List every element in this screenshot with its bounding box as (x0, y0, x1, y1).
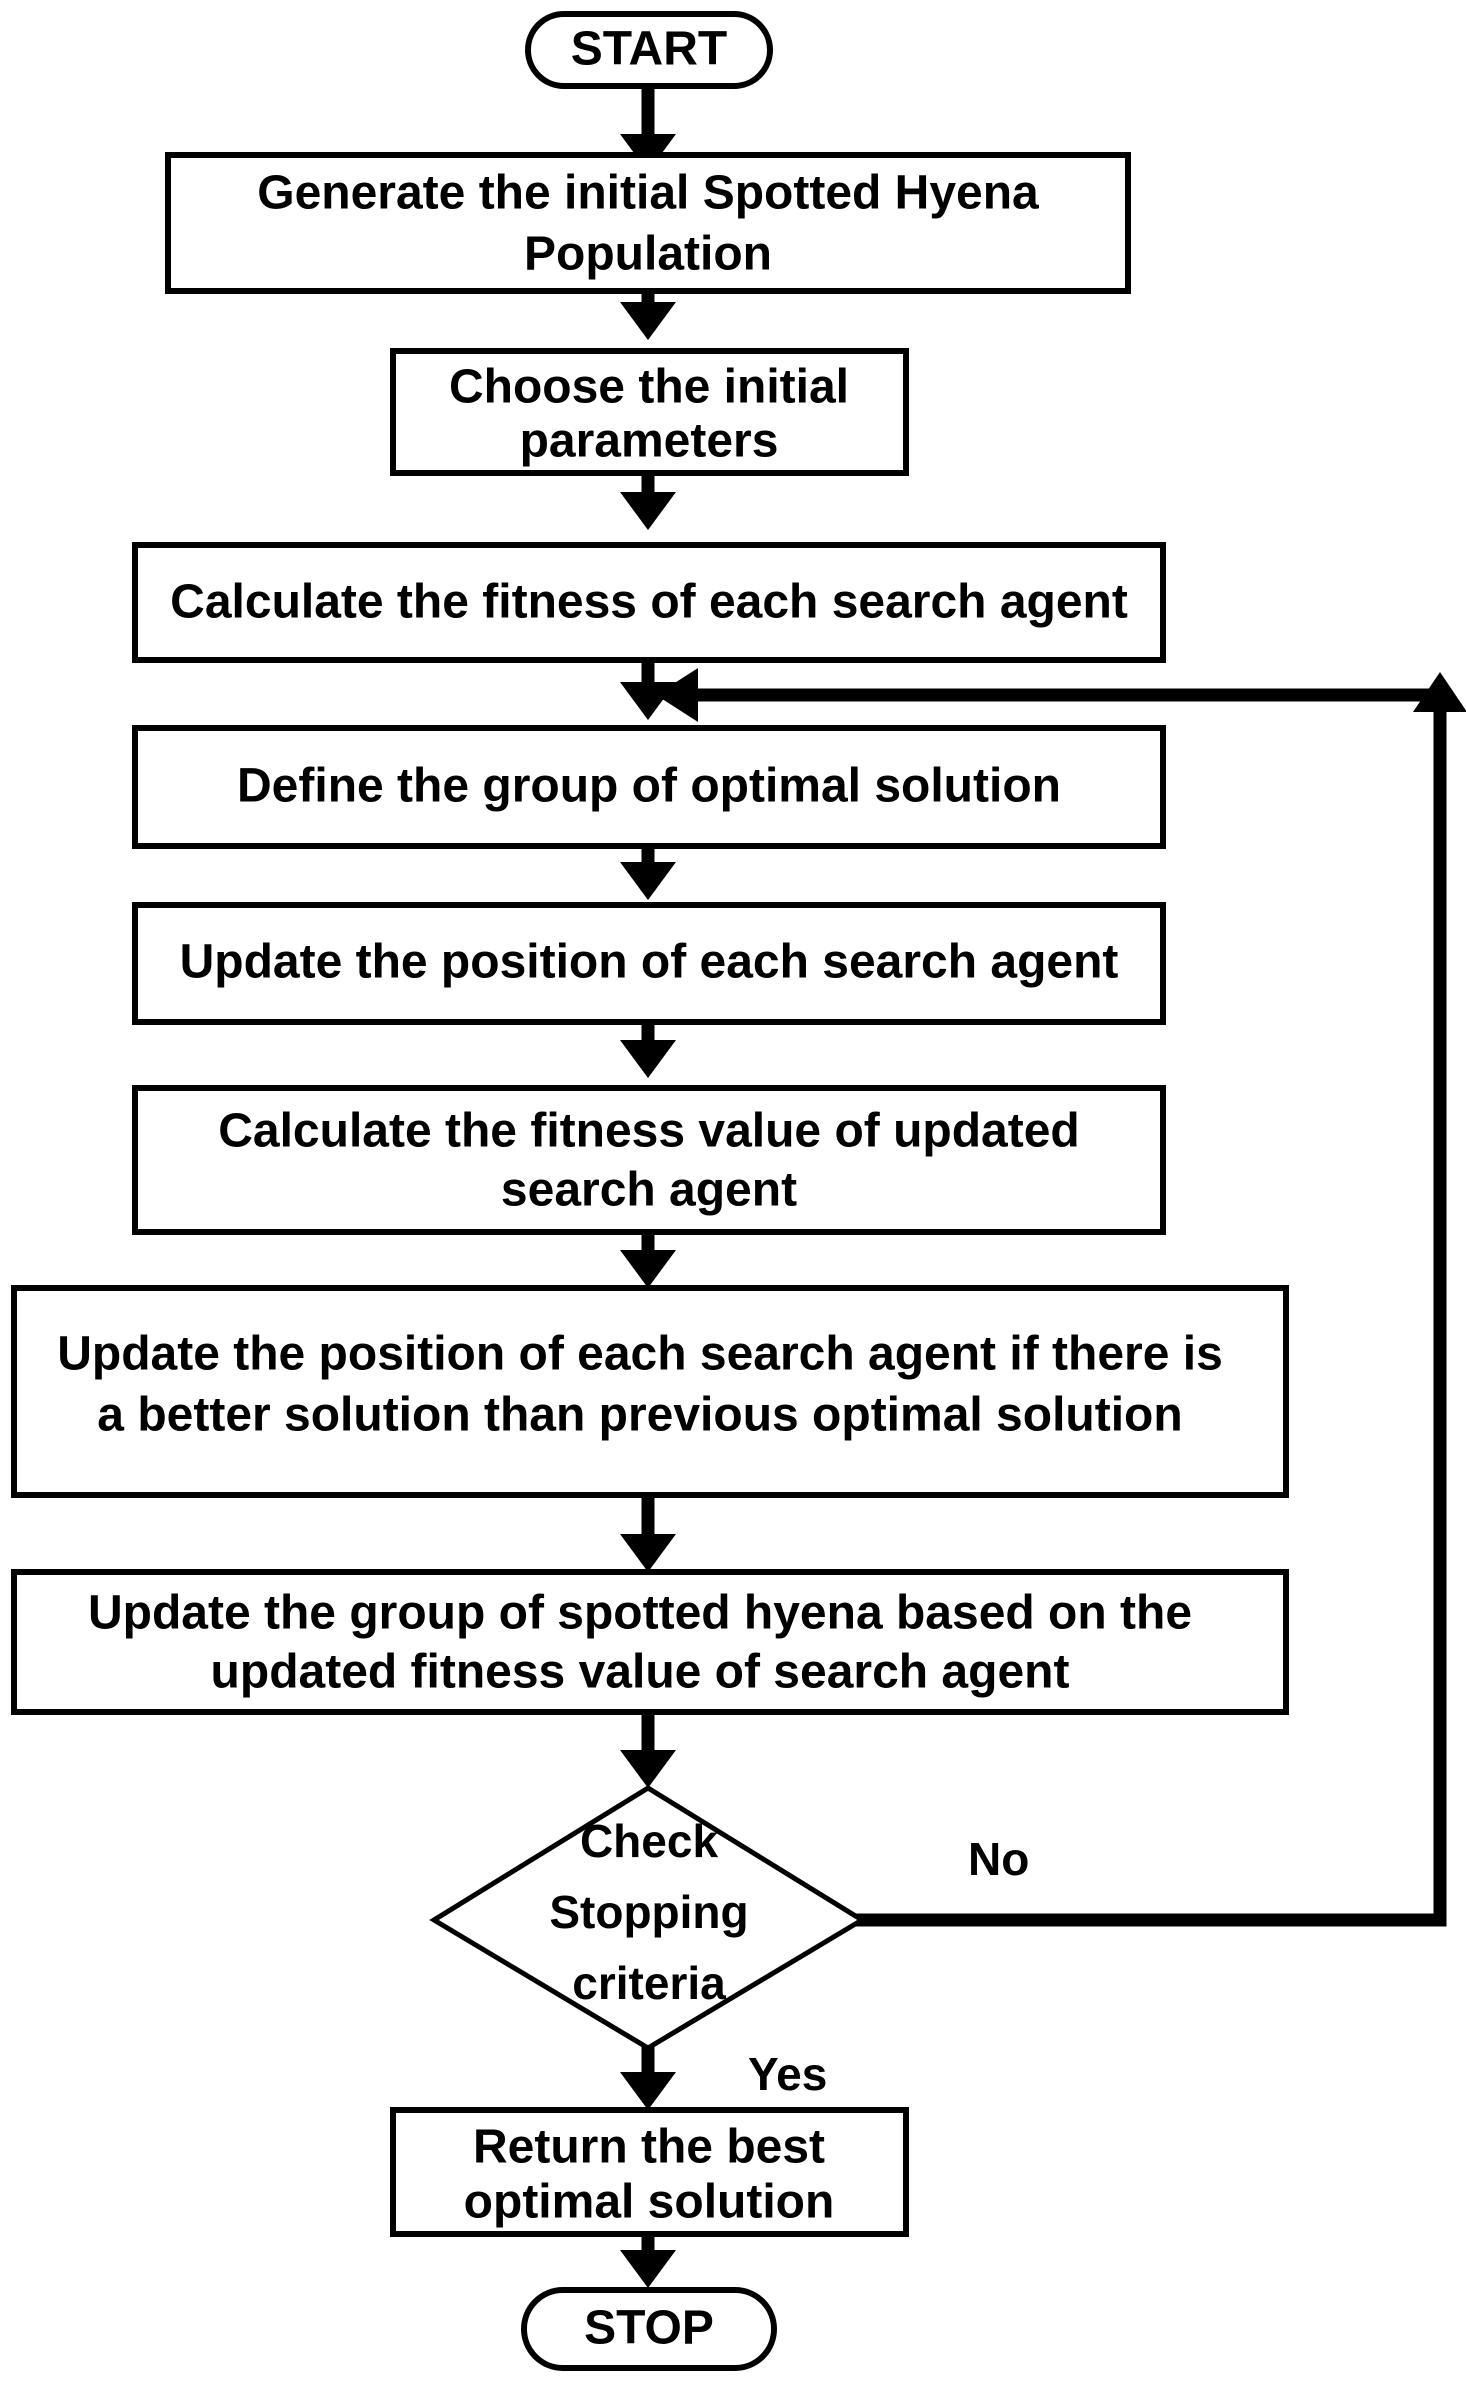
edge-choose-to-calcfitness (620, 473, 676, 530)
node-generate-population-line1: Generate the initial Spotted Hyena (257, 167, 1039, 220)
node-return-best-solution[interactable]: Return the best optimal solution (390, 2107, 909, 2237)
node-define-group-line1: Define the group of optimal solution (237, 760, 1061, 813)
node-update-hyena-group-line2: updated fitness value of search agent (211, 1646, 1070, 1699)
node-update-hyena-group[interactable]: Update the group of spotted hyena based … (11, 1569, 1289, 1715)
node-stop[interactable]: STOP (521, 2287, 777, 2371)
node-check-stopping-criteria-line2: Stopping (549, 1886, 748, 1938)
node-update-position[interactable]: Update the position of each search agent (132, 902, 1166, 1025)
node-calculate-fitness-line1: Calculate the fitness of each search age… (170, 576, 1128, 629)
node-check-stopping-criteria-line3: criteria (572, 1957, 726, 2009)
edge-feedback-loop-no (656, 668, 1466, 1927)
node-calculate-updated-fitness-line1: Calculate the fitness value of updated (218, 1105, 1080, 1158)
node-calculate-fitness[interactable]: Calculate the fitness of each search age… (132, 542, 1166, 663)
node-update-position-line1: Update the position of each search agent (180, 936, 1119, 989)
node-start[interactable]: START (525, 11, 773, 89)
node-check-stopping-criteria[interactable]: Check Stopping criteria (429, 1785, 867, 2051)
node-return-best-solution-line2: optimal solution (464, 2176, 835, 2229)
node-calculate-updated-fitness-line2: search agent (501, 1164, 797, 1217)
node-generate-population-line2: Population (524, 228, 772, 281)
edge-returnbest-to-stop (620, 2234, 676, 2288)
node-stop-label: STOP (584, 2302, 714, 2355)
edge-generate-to-choose (620, 291, 676, 340)
node-check-stopping-criteria-line1: Check (580, 1815, 718, 1867)
edge-updatebetter-to-updategroup (620, 1495, 676, 1572)
node-return-best-solution-line1: Return the best (473, 2121, 825, 2174)
node-choose-parameters-line1: Choose the initial (449, 361, 849, 414)
edge-decision-yes-to-returnbest (620, 2046, 676, 2110)
edge-updatepos-to-calcupdated (620, 1022, 676, 1078)
edge-definegroup-to-updatepos (620, 846, 676, 900)
node-choose-parameters-line2: parameters (520, 415, 779, 468)
node-choose-parameters[interactable]: Choose the initial parameters (390, 348, 909, 476)
node-update-better-solution[interactable]: Update the position of each search agent… (11, 1285, 1289, 1498)
edge-calcupdated-to-updatebetter (620, 1232, 676, 1288)
node-define-group[interactable]: Define the group of optimal solution (132, 725, 1166, 849)
edge-label-no: No (968, 1833, 1029, 1885)
node-generate-population[interactable]: Generate the initial Spotted Hyena Popul… (165, 152, 1131, 294)
edge-updategroup-to-decision (620, 1712, 676, 1788)
node-update-hyena-group-line1: Update the group of spotted hyena based … (88, 1587, 1192, 1640)
node-calculate-updated-fitness[interactable]: Calculate the fitness value of updated s… (132, 1085, 1166, 1235)
edge-label-yes: Yes (748, 2048, 827, 2100)
node-update-better-solution-line2: a better solution than previous optimal … (97, 1389, 1182, 1442)
node-start-label: START (571, 23, 727, 76)
node-update-better-solution-line1: Update the position of each search agent… (57, 1328, 1223, 1381)
